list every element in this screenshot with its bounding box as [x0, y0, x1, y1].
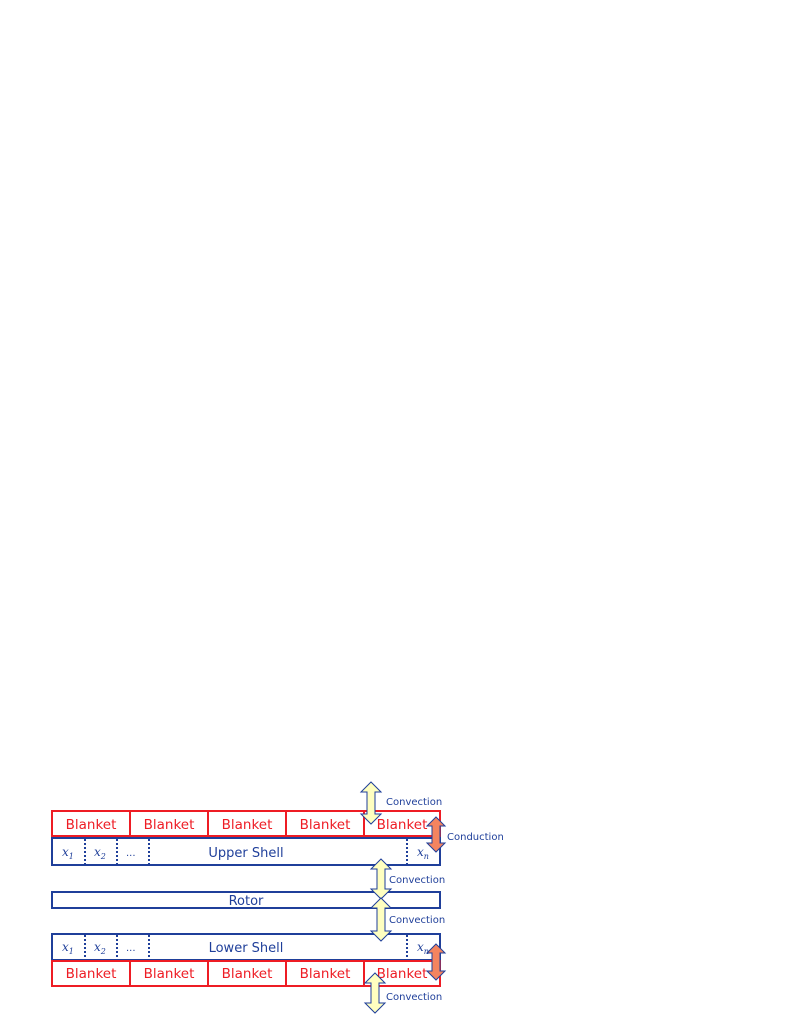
convection-arrow-icon — [363, 972, 387, 1014]
var-x2: x2 — [94, 845, 106, 861]
lower-shell-label: Lower Shell — [209, 941, 284, 956]
blanket-cell — [207, 810, 287, 837]
blanket-label: Blanket — [66, 966, 117, 982]
lower-shell: x1 x2 ... Lower Shell xn — [51, 933, 441, 961]
blanket-label: Blanket — [377, 817, 428, 833]
blanket-cell — [51, 960, 131, 987]
var-x1: x1 — [62, 845, 74, 861]
blanket-label: Blanket — [222, 966, 273, 982]
upper-shell-label: Upper Shell — [208, 846, 283, 861]
upper-shell: x1 x2 ... Upper Shell xn — [51, 837, 441, 866]
convection-label: Convection — [389, 915, 445, 926]
var-x2: x2 — [94, 940, 106, 956]
rotor-box — [51, 891, 441, 909]
upper-blanket-row: Blanket Blanket Blanket Blanket Blanket — [51, 810, 441, 837]
convection-arrow-icon — [359, 781, 383, 825]
convection-label: Convection — [386, 797, 442, 808]
conduction-arrow-icon — [425, 943, 447, 981]
ellipsis: ... — [126, 943, 136, 954]
var-xn: xn — [417, 845, 429, 861]
blanket-label: Blanket — [144, 817, 195, 833]
conduction-label: Conduction — [447, 832, 504, 843]
blanket-label: Blanket — [300, 817, 351, 833]
lower-blanket-row: Blanket Blanket Blanket Blanket Blanket — [51, 960, 441, 987]
blanket-label: Blanket — [300, 966, 351, 982]
rotor: Rotor — [51, 891, 441, 909]
blanket-label: Blanket — [377, 966, 428, 982]
var-xn: xn — [417, 940, 429, 956]
conduction-arrow-icon — [425, 816, 447, 853]
convection-label: Convection — [386, 992, 442, 1003]
convection-arrow-icon — [369, 897, 393, 942]
blanket-cell — [129, 960, 209, 987]
blanket-label: Blanket — [222, 817, 273, 833]
blanket-label: Blanket — [144, 966, 195, 982]
convection-label: Convection — [389, 875, 445, 886]
blanket-label: Blanket — [66, 817, 117, 833]
rotor-label: Rotor — [229, 894, 264, 909]
var-x1: x1 — [62, 940, 74, 956]
ellipsis: ... — [126, 848, 136, 859]
blanket-cell — [51, 810, 131, 837]
blanket-cell — [129, 810, 209, 837]
